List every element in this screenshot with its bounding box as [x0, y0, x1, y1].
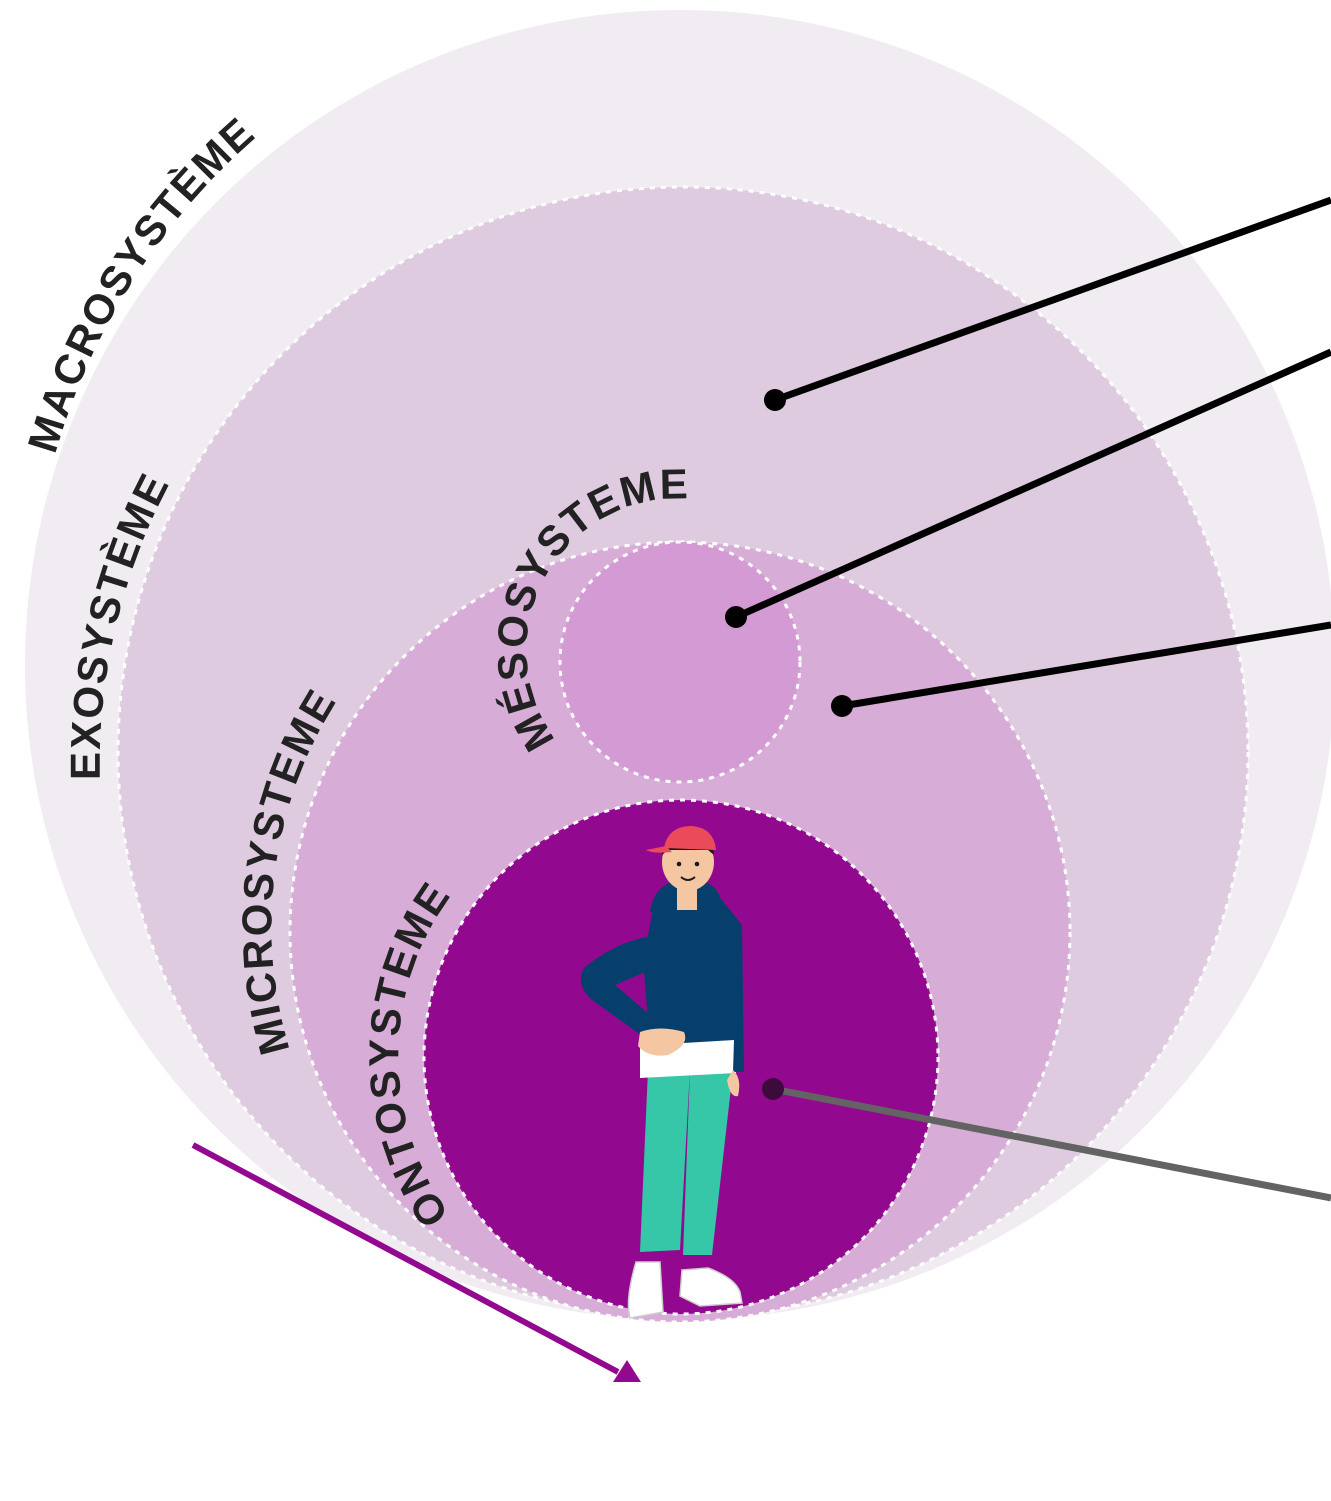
pointer-line-mesosystem — [734, 348, 1331, 621]
pointer-line-ontosystem — [772, 1085, 1331, 1202]
pointer-dot-exosystem — [764, 389, 786, 411]
purple-arrow — [191, 1142, 641, 1382]
pointer-dot-microsystem — [831, 695, 853, 717]
pointer-line-microsystem — [841, 621, 1331, 710]
pointer-dot-mesosystem — [725, 606, 747, 628]
pointer-dot-ontosystem — [762, 1078, 784, 1100]
person-illustration — [580, 826, 744, 1319]
pointer-line-exosystem — [773, 196, 1331, 404]
mesosystem-circle — [558, 540, 802, 784]
pointer-lines — [725, 196, 1331, 1202]
